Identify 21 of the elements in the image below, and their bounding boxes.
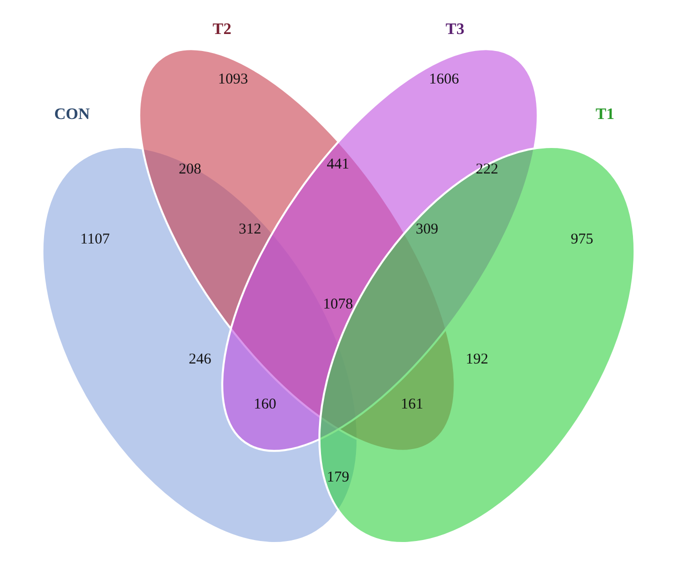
region-count: 160 — [254, 396, 276, 414]
venn-ellipse — [221, 48, 539, 452]
set-label: T1 — [596, 106, 614, 124]
region-count: 1107 — [80, 232, 110, 248]
region-count: 208 — [178, 162, 202, 178]
region-count: 309 — [416, 222, 438, 238]
region-count: 161 — [400, 396, 424, 414]
region-count: 975 — [570, 232, 594, 248]
region-count: 246 — [188, 352, 212, 368]
venn-ellipse — [318, 146, 636, 544]
region-count: 192 — [466, 352, 488, 368]
set-label: T3 — [446, 21, 464, 39]
set-label: T2 — [212, 21, 232, 39]
region-count: 1606 — [429, 72, 459, 88]
region-count: 222 — [476, 162, 498, 178]
region-count: 1093 — [218, 72, 248, 88]
region-count: 1078 — [323, 296, 353, 314]
region-count: 179 — [326, 470, 350, 486]
set-label: CON — [54, 106, 90, 124]
region-count: 312 — [238, 222, 262, 238]
region-count: 441 — [326, 156, 350, 174]
